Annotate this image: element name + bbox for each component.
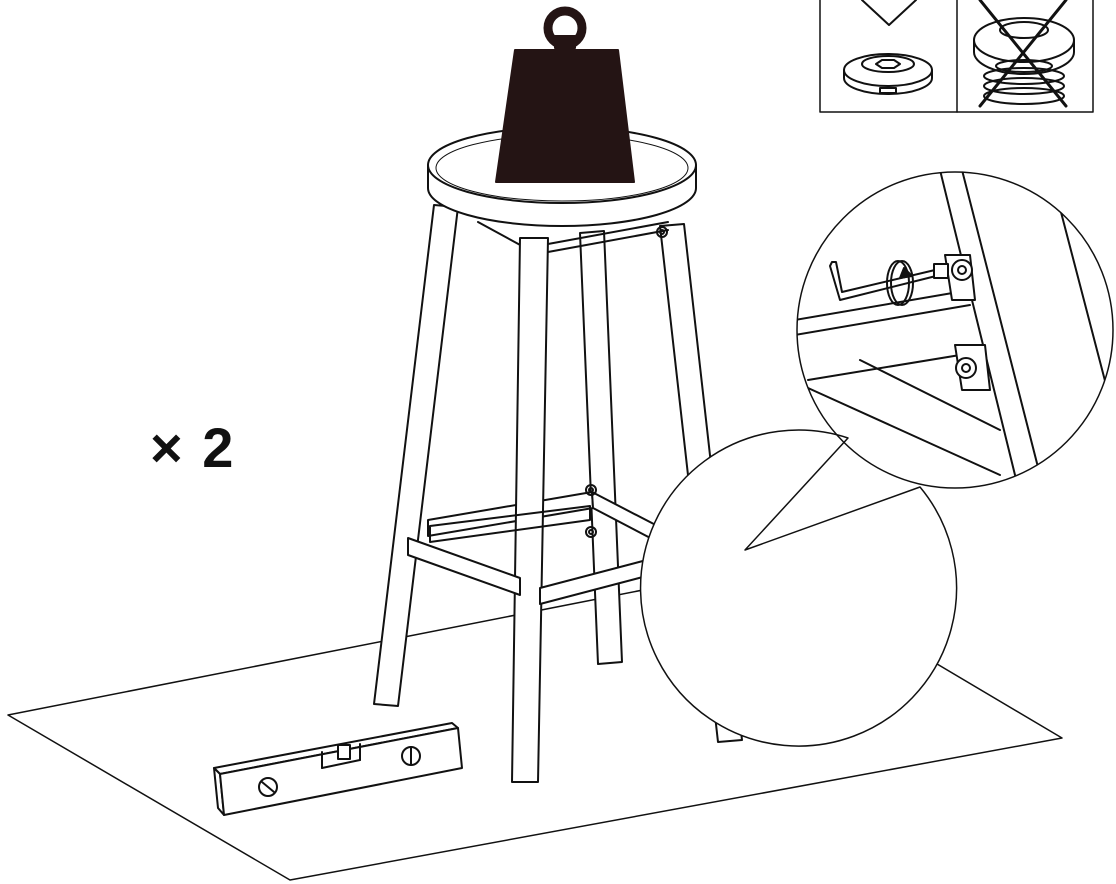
allen-key-icon [829, 261, 949, 301]
weight-icon [495, 6, 635, 183]
stool-leg-front-center [511, 237, 549, 783]
correct-check-icon [843, 0, 933, 95]
bolt-icon [951, 259, 977, 379]
stool-seat-braces [477, 221, 669, 253]
stool-leg-front-left [373, 204, 459, 707]
wrong-cross-icon [973, 0, 1075, 108]
foot-adjustment-inset [819, 0, 1094, 113]
rotate-arrow-icon [886, 260, 914, 306]
magnifier-callout [639, 171, 1114, 747]
quantity-label: × 2 [150, 416, 236, 479]
spirit-level-icon [213, 722, 463, 816]
